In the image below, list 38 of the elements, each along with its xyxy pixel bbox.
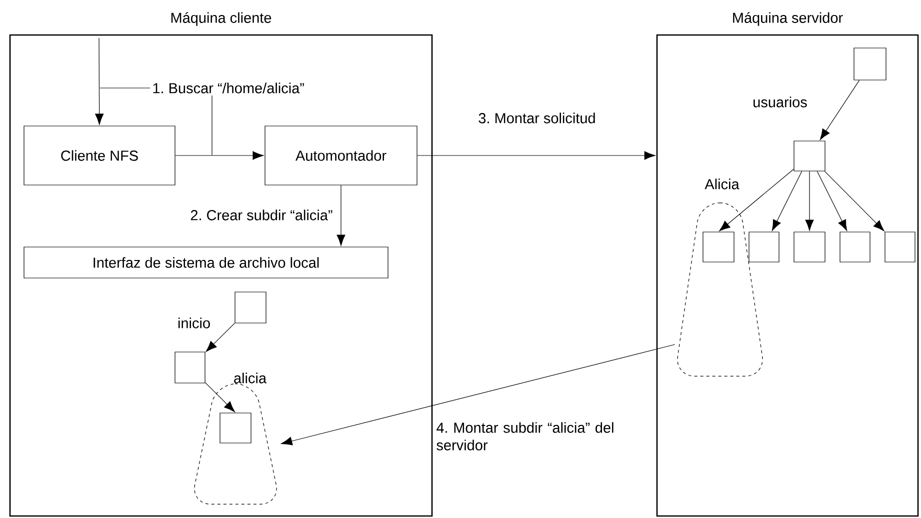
arrow — [175, 151, 264, 160]
arrow — [816, 171, 848, 231]
edge-label: 2. Crear subdir “alicia” — [190, 210, 332, 220]
step-label: 1. Buscar “/home/alicia” — [153, 82, 304, 94]
directory-box — [840, 232, 870, 262]
edge-label: usuarios — [754, 96, 807, 108]
dashed-outline — [677, 202, 763, 376]
edge-label: Alicia — [704, 178, 740, 190]
directory-box — [234, 292, 266, 324]
arrow — [336, 185, 346, 246]
directory-box — [748, 232, 780, 262]
process-box: Interfaz de sistema de archivo local — [24, 246, 388, 278]
edge-label: 3. Montar solicitud — [478, 112, 595, 124]
process-box: Cliente NFS — [24, 126, 176, 186]
arrow — [205, 382, 235, 412]
arrow — [805, 171, 814, 231]
arrow — [417, 151, 656, 160]
edge-label: 4. Montar subdir “alicia” del servidor — [436, 422, 614, 450]
directory-box — [794, 140, 826, 172]
arrow — [95, 38, 104, 125]
node-label: Máquina cliente — [171, 12, 272, 26]
directory-box — [174, 352, 206, 384]
arrow — [820, 80, 860, 140]
node-label: Máquina servidor — [733, 12, 843, 26]
directory-box — [702, 232, 734, 262]
edge-label: inicio — [178, 318, 210, 328]
arrow — [772, 171, 802, 231]
directory-box — [854, 48, 886, 80]
arrow — [824, 171, 884, 232]
dashed-outline — [194, 384, 277, 504]
arrow — [281, 344, 676, 446]
directory-box — [220, 412, 252, 444]
directory-box — [794, 232, 826, 262]
arrow — [719, 168, 794, 232]
edge-label: alicia — [234, 372, 267, 384]
directory-box — [884, 232, 916, 262]
arrow — [206, 322, 235, 352]
process-box: Automontador — [264, 126, 418, 186]
